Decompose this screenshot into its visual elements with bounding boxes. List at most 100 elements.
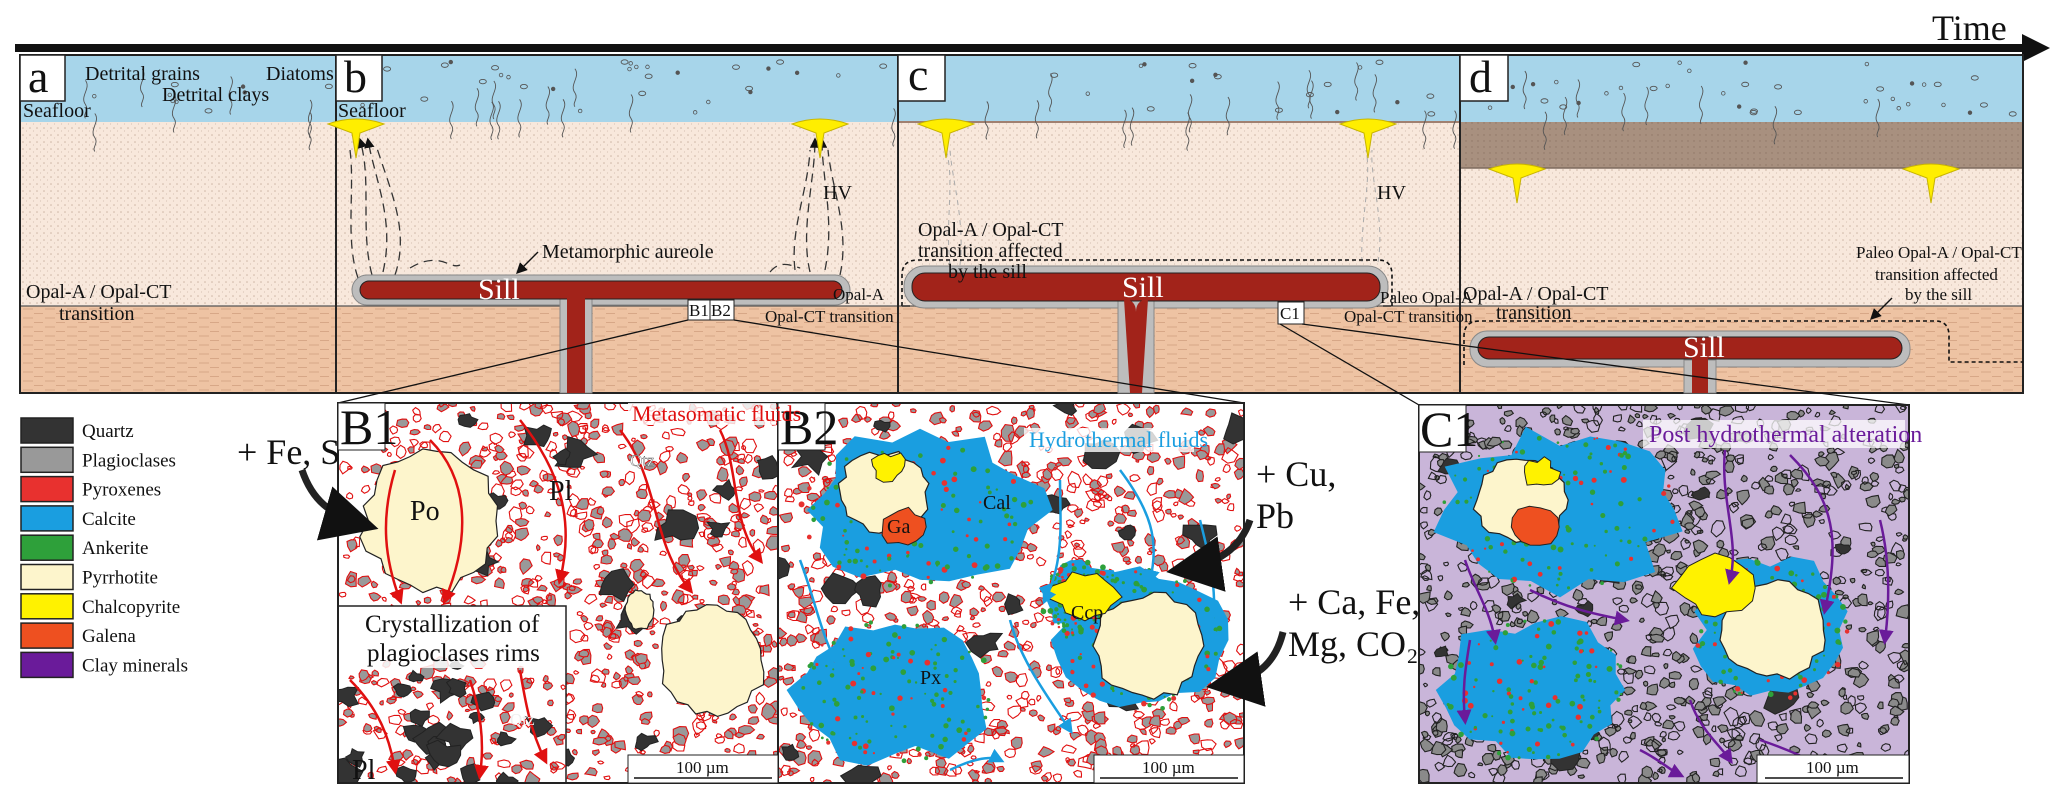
plagioclase-grain — [494, 695, 503, 703]
plagioclase-grain — [1895, 550, 1905, 561]
plagioclase-grain — [1667, 412, 1677, 420]
plagioclase-grain — [535, 543, 541, 552]
ankerite-speck — [941, 480, 948, 486]
plagioclase-grain — [515, 518, 530, 528]
plagioclase-grain — [1604, 726, 1617, 737]
ankerite-speck — [1457, 662, 1464, 668]
plagioclase-grain — [1476, 581, 1491, 591]
metasomatic-fluids-label: Metasomatic fluids — [632, 401, 801, 426]
legend-swatch — [20, 622, 74, 649]
ankerite-speck — [1637, 497, 1642, 502]
ankerite-speck — [1458, 731, 1464, 738]
plagioclase-grain — [1129, 743, 1137, 748]
ankerite-speck — [939, 457, 946, 464]
plagioclase-grain — [1577, 774, 1586, 779]
plagioclase-grain — [412, 755, 422, 766]
quartz-grain — [873, 419, 891, 433]
ankerite-speck — [1798, 674, 1803, 680]
plagioclase-grain — [1694, 506, 1706, 518]
plagioclase-grain — [419, 441, 429, 449]
detrital-grain — [1933, 81, 1942, 88]
ankerite-speck — [933, 666, 937, 670]
ankerite-speck — [1090, 692, 1096, 698]
plagioclase-grain — [367, 771, 374, 779]
ankerite-speck — [1542, 665, 1546, 669]
ankerite-speck — [1488, 544, 1493, 550]
ankerite-speck — [859, 559, 863, 563]
quartz-grain — [395, 765, 417, 783]
plagioclase-grain — [363, 722, 373, 733]
ankerite-speck — [1071, 628, 1074, 631]
plagioclase-grain — [370, 679, 379, 686]
detrital-clay — [1665, 83, 1670, 89]
ankerite-speck — [906, 554, 909, 558]
ankerite-speck — [1491, 715, 1494, 718]
ankerite-speck — [1584, 631, 1589, 635]
ankerite-speck — [1576, 640, 1582, 645]
plagioclase-grain — [580, 634, 589, 642]
ankerite-speck — [851, 740, 858, 747]
vent — [326, 118, 386, 159]
plagioclase-grain — [1207, 456, 1215, 466]
plagioclase-grain — [670, 427, 686, 437]
diatom — [1129, 107, 1135, 146]
ankerite-speck — [953, 680, 957, 684]
plagioclase-grain — [729, 713, 738, 721]
plagioclase-grain — [423, 424, 432, 431]
ankerite-speck — [1594, 665, 1598, 669]
plagioclase-grain — [1455, 736, 1462, 744]
quartz-grain — [1117, 524, 1136, 541]
qtz-label: Qtz — [630, 451, 655, 470]
ankerite-speck — [850, 680, 857, 687]
ankerite-speck — [1083, 683, 1089, 689]
plagioclase-grain — [1172, 501, 1179, 507]
detrital-grain — [1970, 75, 1979, 81]
ankerite-speck — [1464, 499, 1469, 504]
quartz-grain — [496, 731, 517, 747]
ankerite-speck — [1557, 566, 1562, 570]
plagioclase-grain — [1792, 545, 1800, 550]
ankerite-speck — [951, 530, 955, 534]
ankerite-speck — [865, 565, 869, 568]
plagioclase-grain — [1895, 532, 1903, 537]
plagioclase-grain — [550, 766, 558, 774]
plagioclase-grain — [991, 665, 1004, 678]
diatom — [1621, 92, 1626, 132]
ankerite-speck — [844, 457, 849, 461]
ankerite-speck — [1531, 662, 1537, 669]
panel-letter: b — [344, 51, 367, 102]
ankerite-speck — [1545, 702, 1552, 708]
detrital-clay — [1941, 102, 1946, 108]
plagioclase-grain — [1123, 491, 1136, 500]
ankerite-speck — [1531, 751, 1535, 755]
plagioclase-grain — [972, 622, 982, 628]
ankerite-speck — [872, 559, 877, 564]
plagioclase-grain — [1870, 541, 1876, 547]
ankerite-speck — [1520, 557, 1525, 562]
ankerite-speck — [1826, 622, 1831, 627]
ankerite-speck — [1077, 655, 1083, 661]
plagioclase-grain — [1670, 550, 1683, 561]
plagioclase-grain — [728, 502, 741, 514]
diatom — [572, 68, 578, 108]
ankerite-speck — [953, 668, 958, 673]
plagioclase-grain — [1170, 513, 1177, 518]
ankerite-speck — [1001, 507, 1007, 512]
detrital-clay — [645, 64, 650, 70]
plagioclase-grain — [768, 506, 778, 516]
detrital-clay — [174, 99, 179, 105]
plagioclase-grain — [908, 748, 922, 758]
plagioclase-grain — [787, 611, 796, 619]
plagioclase-grain — [1634, 669, 1644, 680]
plagioclase-grain — [1132, 403, 1141, 409]
ankerite-speck — [1057, 622, 1060, 625]
plagioclase-grain — [545, 594, 552, 601]
plagioclase-grain — [1138, 728, 1147, 736]
diatom — [1772, 106, 1778, 145]
plagioclase-grain — [1093, 711, 1106, 725]
cal-label: Cal — [983, 492, 1011, 514]
ankerite-speck — [1704, 619, 1709, 624]
plagioclase-grain — [1066, 482, 1077, 494]
plagioclase-grain — [1659, 730, 1667, 738]
plagioclase-grain — [499, 679, 513, 693]
